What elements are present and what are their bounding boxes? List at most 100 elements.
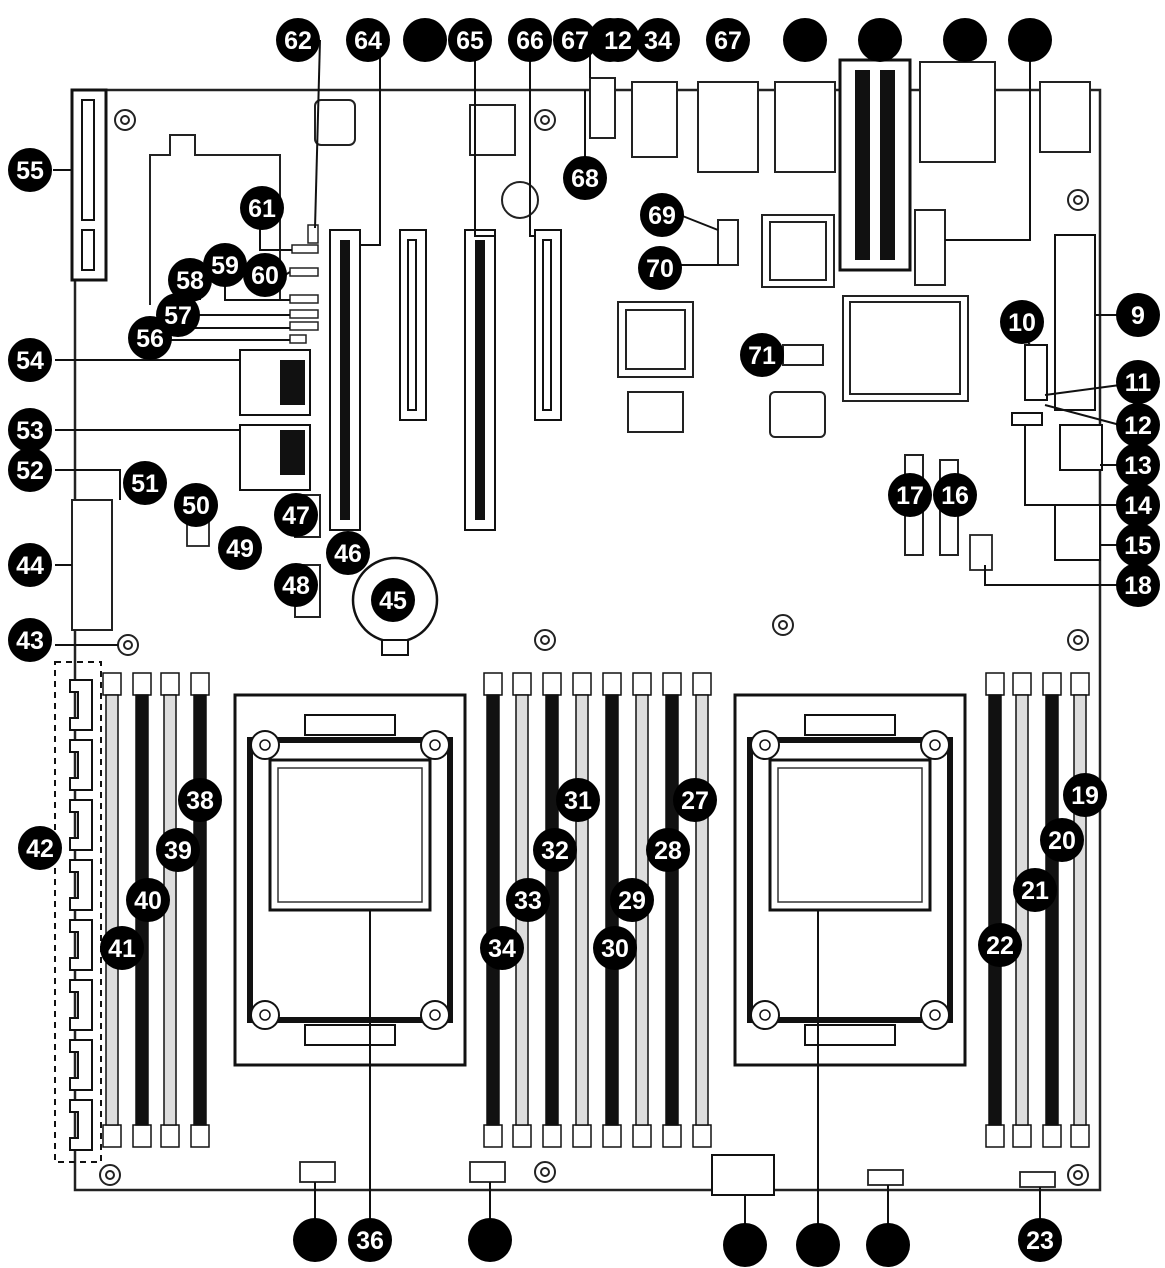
callout-marker: 18 bbox=[1116, 563, 1160, 607]
callout-number: 32 bbox=[541, 837, 569, 865]
callout-number: 64 bbox=[354, 27, 382, 55]
callout-number: 20 bbox=[1048, 827, 1076, 855]
callout-circle bbox=[156, 828, 200, 872]
callout-circle bbox=[448, 18, 492, 62]
callout-marker: 59 bbox=[203, 243, 247, 287]
callout-marker: 43 bbox=[8, 618, 52, 662]
sata-port bbox=[69, 1099, 93, 1151]
callout-marker: 33 bbox=[506, 878, 550, 922]
callout-marker: 57 bbox=[156, 293, 200, 337]
dimm-slot bbox=[662, 672, 682, 1148]
callout-number: 27 bbox=[681, 787, 709, 815]
callout-circle bbox=[1116, 443, 1160, 487]
dimm-slot bbox=[102, 672, 122, 1148]
callout-marker: 70 bbox=[638, 246, 682, 290]
sata-connector-column bbox=[54, 661, 102, 1163]
chip-small bbox=[314, 99, 356, 146]
callout-number: 61 bbox=[248, 195, 276, 223]
callout-number: 29 bbox=[618, 887, 646, 915]
callout-number: 57 bbox=[164, 302, 192, 330]
callout-number: 21 bbox=[1021, 877, 1049, 905]
pcie-slots bbox=[329, 229, 562, 531]
callout-marker: 61 bbox=[240, 186, 284, 230]
vrm-heatsink bbox=[838, 58, 912, 272]
callout-number: 68 bbox=[571, 165, 599, 193]
callout-circle bbox=[8, 148, 52, 192]
cpu-socket bbox=[733, 693, 967, 1067]
callout-circle bbox=[636, 18, 680, 62]
callout-marker: 64 bbox=[346, 18, 390, 62]
callout-marker: 71 bbox=[740, 333, 784, 377]
callout-marker: 21 bbox=[1013, 868, 1057, 912]
dimm-slot bbox=[1042, 672, 1062, 1148]
callout-marker: 40 bbox=[126, 878, 170, 922]
callout-marker: 12 bbox=[1116, 403, 1160, 447]
callout-number: 36 bbox=[356, 1227, 384, 1255]
callout-number: 28 bbox=[654, 837, 682, 865]
callout-circle bbox=[274, 493, 318, 537]
callout-circle bbox=[100, 926, 144, 970]
callout-marker bbox=[866, 1223, 910, 1267]
dimm-slot bbox=[483, 672, 503, 1148]
callout-circle bbox=[646, 828, 690, 872]
callout-circle bbox=[563, 156, 607, 200]
power-connectors bbox=[711, 234, 1103, 1196]
back-panel-connectors bbox=[589, 61, 1091, 173]
callout-marker: 66 bbox=[508, 18, 552, 62]
callout-circle bbox=[866, 1223, 910, 1267]
callout-marker bbox=[796, 1223, 840, 1267]
callout-circle bbox=[326, 531, 370, 575]
callout-marker: 42 bbox=[18, 826, 62, 870]
callout-number: 67 bbox=[714, 27, 742, 55]
callout-circle bbox=[506, 878, 550, 922]
callout-circle bbox=[346, 18, 390, 62]
callout-circle bbox=[943, 18, 987, 62]
callout-marker: 27 bbox=[673, 778, 717, 822]
callout-circle bbox=[593, 926, 637, 970]
callout-circle bbox=[933, 473, 977, 517]
callout-number: 41 bbox=[108, 935, 136, 963]
callout-circle bbox=[243, 253, 287, 297]
callout-circle bbox=[8, 543, 52, 587]
callout-marker: 29 bbox=[610, 878, 654, 922]
callout-marker: 41 bbox=[100, 926, 144, 970]
callout-circle bbox=[1018, 1218, 1062, 1262]
callout-circle bbox=[174, 483, 218, 527]
callout-marker: 34 bbox=[480, 926, 524, 970]
callout-marker: 54 bbox=[8, 338, 52, 382]
riser-slot bbox=[70, 88, 108, 282]
callout-circle bbox=[156, 293, 200, 337]
callout-circle bbox=[403, 18, 447, 62]
callout-marker: 48 bbox=[274, 563, 318, 607]
callout-circle bbox=[706, 18, 750, 62]
callout-marker: 22 bbox=[978, 923, 1022, 967]
dimm-slot bbox=[985, 672, 1005, 1148]
dimm-slot bbox=[572, 672, 592, 1148]
sata-port bbox=[69, 739, 93, 791]
callout-circle bbox=[638, 246, 682, 290]
callout-marker: 20 bbox=[1040, 818, 1084, 862]
callout-number: 62 bbox=[284, 27, 312, 55]
callout-marker: 51 bbox=[123, 461, 167, 505]
callout-number: 69 bbox=[648, 202, 676, 230]
callout-marker: 53 bbox=[8, 408, 52, 452]
callout-marker: 47 bbox=[274, 493, 318, 537]
callout-marker: 12 bbox=[596, 18, 640, 62]
callout-circle bbox=[978, 923, 1022, 967]
callout-marker bbox=[858, 18, 902, 62]
callout-number: 22 bbox=[986, 932, 1014, 960]
callout-circle bbox=[673, 778, 717, 822]
callout-marker: 69 bbox=[640, 193, 684, 237]
callout-number: 44 bbox=[16, 552, 44, 580]
callout-number: 40 bbox=[134, 887, 162, 915]
callout-circle bbox=[8, 448, 52, 492]
callout-number: 39 bbox=[164, 837, 192, 865]
callout-marker: 30 bbox=[593, 926, 637, 970]
dimm-slot bbox=[1070, 672, 1090, 1148]
callout-circle bbox=[1000, 300, 1044, 344]
callout-number: 15 bbox=[1124, 532, 1152, 560]
callout-circle bbox=[8, 618, 52, 662]
callout-marker: 65 bbox=[448, 18, 492, 62]
